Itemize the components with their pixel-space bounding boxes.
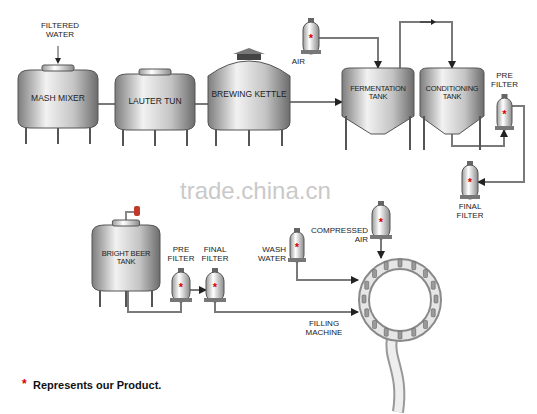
pipe-connector bbox=[297, 262, 358, 280]
product-mark: * bbox=[379, 217, 383, 228]
watermark: trade.china.cn bbox=[180, 178, 380, 204]
text-holder: * bbox=[290, 232, 304, 262]
unit-label: WASH WATER bbox=[236, 246, 286, 264]
unit-label: FINAL FILTER bbox=[198, 246, 232, 264]
text-holder: * bbox=[497, 98, 512, 130]
unit-label: FINAL FILTER bbox=[452, 203, 488, 221]
filter-unit: *COMPRESSED AIR bbox=[372, 205, 390, 239]
product-mark: * bbox=[468, 177, 472, 188]
pipe-connector bbox=[195, 103, 208, 105]
tank: FERMENTATION TANK bbox=[342, 68, 414, 134]
valve bbox=[134, 206, 140, 216]
pipe-connector bbox=[98, 103, 115, 105]
tank-label: LAUTER TUN bbox=[128, 97, 181, 106]
pipe-connector bbox=[400, 22, 452, 68]
filling-machine: FILLING MACHINE bbox=[358, 258, 442, 342]
tank-label: CONDITIONING TANK bbox=[422, 85, 482, 102]
text-holder: * bbox=[303, 22, 319, 54]
conveyor-belt-inner bbox=[391, 338, 399, 412]
product-mark: * bbox=[213, 282, 217, 293]
text-holder: * bbox=[206, 272, 224, 302]
text-holder: * bbox=[462, 165, 478, 199]
text-holder: CONDITIONING TANK bbox=[420, 68, 484, 134]
pipe-connector bbox=[380, 239, 382, 258]
unit-label: FILLING MACHINE bbox=[294, 320, 354, 338]
text-holder: BRIGHT BEER TANK bbox=[92, 225, 160, 291]
filter-unit: *PRE FILTER bbox=[172, 272, 190, 302]
unit-label: PRE FILTER bbox=[164, 246, 198, 264]
pipe-connector bbox=[290, 101, 342, 103]
text-holder bbox=[358, 258, 442, 342]
tank-label: MASH MIXER bbox=[31, 94, 85, 103]
text-holder: * bbox=[172, 272, 190, 302]
tank: LAUTER TUN bbox=[115, 74, 195, 130]
tank: MASH MIXER bbox=[18, 70, 98, 128]
tank-label: BRIGHT BEER TANK bbox=[94, 250, 158, 267]
tank: BRIGHT BEER TANK bbox=[92, 225, 160, 291]
product-mark: * bbox=[309, 33, 313, 44]
product-mark: * bbox=[295, 242, 299, 253]
text-holder: BREWING KETTLE bbox=[208, 60, 290, 130]
filter-unit: *FINAL FILTER bbox=[462, 165, 478, 199]
tank: CONDITIONING TANK bbox=[420, 68, 484, 134]
pipe-connector bbox=[215, 302, 358, 312]
filter-unit: *AIR bbox=[303, 22, 319, 54]
inlet-arrowhead bbox=[55, 58, 61, 64]
text-holder: FERMENTATION TANK bbox=[342, 68, 414, 134]
filter-unit: *FINAL FILTER bbox=[206, 272, 224, 302]
unit-label: AIR bbox=[283, 58, 305, 67]
text-holder: MASH MIXER bbox=[18, 70, 98, 128]
flow-arrowhead bbox=[431, 19, 436, 25]
conveyor-belt bbox=[391, 338, 399, 412]
ring-shape bbox=[358, 258, 442, 342]
pipe-connector bbox=[190, 289, 206, 291]
product-mark: * bbox=[179, 282, 183, 293]
inlet-label: FILTERED WATER bbox=[34, 22, 86, 40]
text-holder: * bbox=[372, 205, 390, 239]
legend-star: * bbox=[22, 378, 32, 391]
pipe-connector bbox=[319, 38, 378, 68]
tank: BREWING KETTLE bbox=[208, 60, 290, 130]
tank-label: BREWING KETTLE bbox=[211, 90, 286, 99]
unit-label: PRE FILTER bbox=[487, 72, 522, 90]
legend-note: Represents our Product. bbox=[33, 379, 233, 391]
filter-unit: *PRE FILTER bbox=[497, 98, 512, 130]
conveyor bbox=[391, 338, 399, 412]
product-mark: * bbox=[502, 109, 506, 120]
flow-arrow bbox=[420, 22, 432, 23]
tank-label: FERMENTATION TANK bbox=[344, 85, 412, 102]
filter-unit: *WASH WATER bbox=[290, 232, 304, 262]
unit-label: COMPRESSED AIR bbox=[302, 227, 368, 245]
text-holder: LAUTER TUN bbox=[115, 74, 195, 130]
